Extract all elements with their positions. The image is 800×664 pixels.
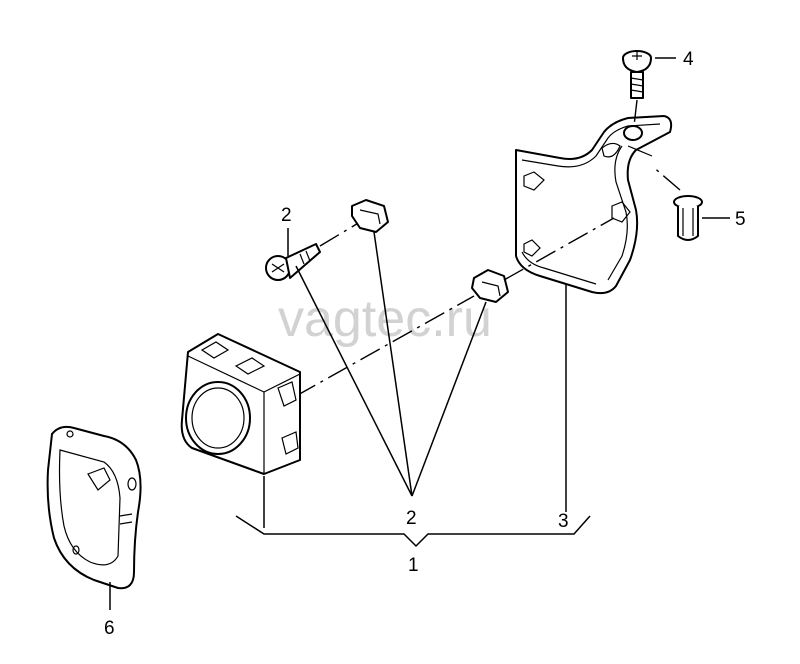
callout-3: 3 — [558, 511, 569, 532]
clip-nut-lower — [471, 269, 509, 303]
watermark: vagtec.ru — [278, 290, 492, 348]
sensor-axis-line — [295, 295, 475, 397]
sensor-cover — [46, 425, 142, 590]
bolt — [265, 243, 321, 281]
sensor-module — [180, 333, 301, 475]
callout-4: 4 — [683, 49, 694, 70]
rivet-nut — [673, 195, 703, 241]
bolt-axis-line — [319, 221, 361, 247]
screw-axis-line — [633, 99, 638, 127]
callout-1: 1 — [408, 555, 419, 576]
callout-5: 5 — [735, 209, 746, 230]
callout-2-lower: 2 — [406, 508, 417, 529]
leader-lines — [109, 57, 730, 610]
bracket-axis-line — [503, 217, 615, 281]
callout-6: 6 — [104, 618, 115, 639]
screw — [622, 50, 652, 99]
mounting-bracket — [515, 115, 673, 295]
rivet-axis-line — [651, 165, 681, 191]
clip-nut-upper — [351, 199, 389, 233]
callout-2-upper: 2 — [281, 205, 292, 226]
